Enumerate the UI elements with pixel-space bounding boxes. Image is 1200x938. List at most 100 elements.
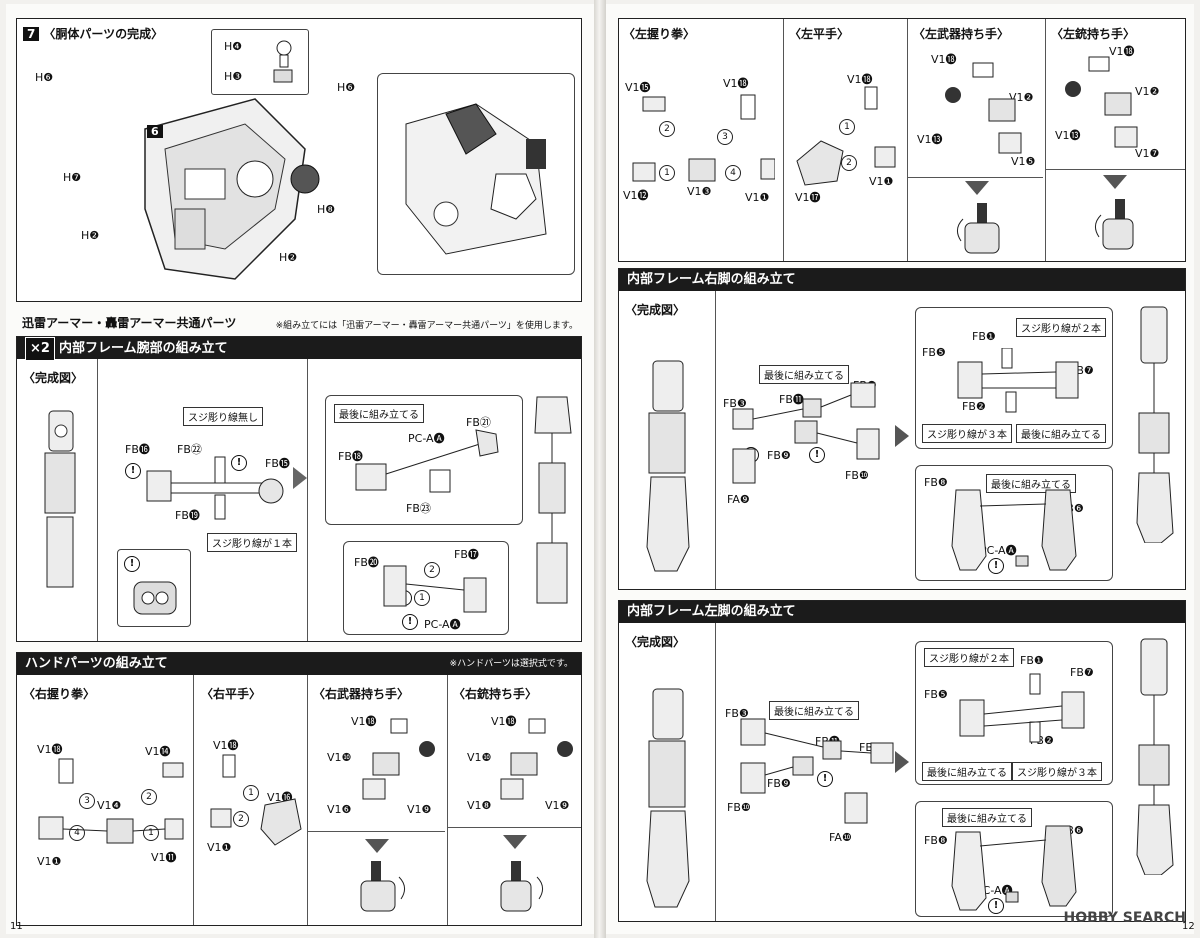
- result-arrow: [503, 835, 527, 849]
- part-label: H❹: [224, 40, 243, 53]
- complete-label: 〈完成図〉: [625, 635, 686, 649]
- torso-detail-illustration: [405, 103, 547, 255]
- right-weapon-hand-result: [360, 861, 405, 912]
- part-label: H❸: [224, 70, 243, 83]
- detail-inset: !: [117, 549, 191, 627]
- arm-complete-illustration: [44, 410, 76, 588]
- part-label: FB❽: [924, 476, 948, 489]
- order-number: 2: [424, 562, 440, 578]
- right-leg-header: 内部フレーム右脚の組み立て: [619, 269, 1185, 291]
- part-label: FB❾: [767, 777, 791, 790]
- left-hand-panel: 〈左握り拳〉 V1⓯ V1⓲ V1⓬ V1❸ V1❶ 2 3 1 4 〈左平手〉…: [618, 18, 1186, 262]
- order-number: 2: [841, 155, 857, 171]
- panel-title: 〈左銃持ち手〉: [1051, 27, 1136, 41]
- part-label: V1❿: [467, 751, 492, 764]
- caution-icon: !: [125, 463, 141, 479]
- part-label: PC-A🅐: [408, 432, 445, 445]
- caution-icon: !: [809, 447, 825, 463]
- hand-parts-panel: ハンドパーツの組み立て※ハンドパーツは選択式です。 〈右握り拳〉 V1⓲ V1⓮…: [16, 652, 582, 926]
- part-label: V1⓲: [723, 77, 749, 90]
- right-gun-hand-result: [500, 861, 543, 912]
- right-gun-hand-parts: [500, 718, 573, 800]
- step7-panel: 7〈胴体パーツの完成〉 H❹ H❸ 6 H❻ H❻ H❼ H❽ H❷ H❷: [16, 18, 582, 302]
- caution-icon: !: [231, 455, 247, 471]
- order-number: 1: [659, 165, 675, 181]
- right-weapon-hand-parts: [362, 718, 435, 800]
- page-number: 12: [1182, 921, 1195, 932]
- right-leg-panel: 内部フレーム右脚の組み立て 〈完成図〉 最後に組み立てる FB❹ FB⓫ FB❸…: [618, 268, 1186, 590]
- hand-header: ハンドパーツの組み立て※ハンドパーツは選択式です。: [17, 653, 581, 675]
- part-label: FB❶: [1020, 654, 1044, 667]
- left-page: 7〈胴体パーツの完成〉 H❹ H❸ 6 H❻ H❻ H❼ H❽ H❷ H❷: [6, 4, 594, 934]
- right-leg-upper-parts: [957, 348, 1079, 413]
- step7-title: 7〈胴体パーツの完成〉: [23, 25, 163, 42]
- part-label: FB❿: [727, 801, 751, 814]
- left-gun-hand-result: [1095, 199, 1134, 250]
- part-label: V1❶: [207, 841, 232, 854]
- part-label: FB❶: [972, 330, 996, 343]
- left-gun-hand-parts: [1065, 56, 1138, 148]
- order-number: 2: [659, 121, 675, 137]
- part-label: V1⓲: [491, 715, 517, 728]
- right-fist-parts: [38, 758, 184, 844]
- arm-lower-parts: [383, 565, 487, 613]
- part-label: FB㉑: [466, 416, 491, 429]
- left-leg-lower-group: 最後に組み立てる FB❽ FB❻ PC-A🅐 !: [915, 801, 1113, 917]
- step-number: 7: [23, 27, 40, 41]
- order-number: 1: [414, 590, 430, 606]
- part-label: PC-A🅐: [980, 544, 1017, 557]
- callout-last: 最後に組み立てる: [942, 808, 1032, 827]
- callout-two-lines: スジ彫り線が２本: [924, 648, 1014, 667]
- result-arrow: [1103, 175, 1127, 189]
- part-label: FB❺: [922, 346, 946, 359]
- step-arrow: [895, 751, 909, 773]
- callout-one-line: スジ彫り線が１本: [207, 533, 297, 552]
- order-number: 4: [725, 165, 741, 181]
- panel-title: 〈右平手〉: [201, 687, 262, 701]
- common-title: 迅雷アーマー・轟雷アーマー共通パーツ: [22, 316, 237, 330]
- callout-last: 最後に組み立てる: [769, 701, 859, 720]
- part-label: V1⓮: [145, 745, 171, 758]
- part-label: V1⓲: [351, 715, 377, 728]
- part-label: FB⓲: [338, 450, 363, 463]
- order-number: 3: [717, 129, 733, 145]
- left-leg-complete-illustration: [646, 688, 690, 908]
- order-number: 1: [143, 825, 159, 841]
- right-leg-lower-parts: [951, 489, 1077, 571]
- part-label: V1⓭: [917, 133, 943, 146]
- joint-ball-icon: [273, 40, 293, 83]
- part-label: V1❼: [1135, 147, 1160, 160]
- part-label: V1⓬: [623, 189, 649, 202]
- callout-three-lines: スジ彫り線が３本: [1012, 762, 1102, 781]
- callout-last: 最後に組み立てる: [986, 474, 1076, 493]
- part-label: H❷: [279, 251, 298, 264]
- part-label: FB❺: [924, 688, 948, 701]
- part-label: H❻: [337, 81, 356, 94]
- right-leg-upper-group: スジ彫り線が２本 FB❶ FB❺ FB❼ FB❷ スジ彫り線が３本 最後に組み立…: [915, 307, 1113, 449]
- part-label: FB⓫: [779, 393, 804, 406]
- left-open-hand-parts: [796, 86, 896, 186]
- callout-last: 最後に組み立てる: [1016, 424, 1106, 443]
- part-label: FB❸: [723, 397, 747, 410]
- page-number: 11: [10, 921, 23, 932]
- book-spine: [594, 0, 606, 938]
- order-number: 2: [233, 811, 249, 827]
- callout-no-line: スジ彫り線無し: [183, 407, 263, 426]
- result-arrow: [365, 839, 389, 853]
- torso-illustration: [144, 98, 320, 280]
- part-label: V1⓯: [625, 81, 651, 94]
- part-label: V1⓱: [795, 191, 821, 204]
- part-label: FA❿: [829, 831, 852, 844]
- left-leg-panel: 内部フレーム左脚の組み立て 〈完成図〉 最後に組み立てる FB❸ FB⓫ FB❹…: [618, 600, 1186, 922]
- part-label: V1❸: [687, 185, 712, 198]
- caution-icon: !: [124, 556, 140, 572]
- order-number: 3: [79, 793, 95, 809]
- left-leg-lower-parts: [951, 825, 1077, 911]
- part-label: FB❽: [924, 834, 948, 847]
- part-label: V1⓲: [1109, 45, 1135, 58]
- part-label: FB㉓: [406, 502, 431, 515]
- left-leg-assembled-illustration: [1136, 638, 1174, 875]
- part-label: FB❼: [1070, 666, 1094, 679]
- part-label: H❻: [35, 71, 54, 84]
- part-label: FB❾: [767, 449, 791, 462]
